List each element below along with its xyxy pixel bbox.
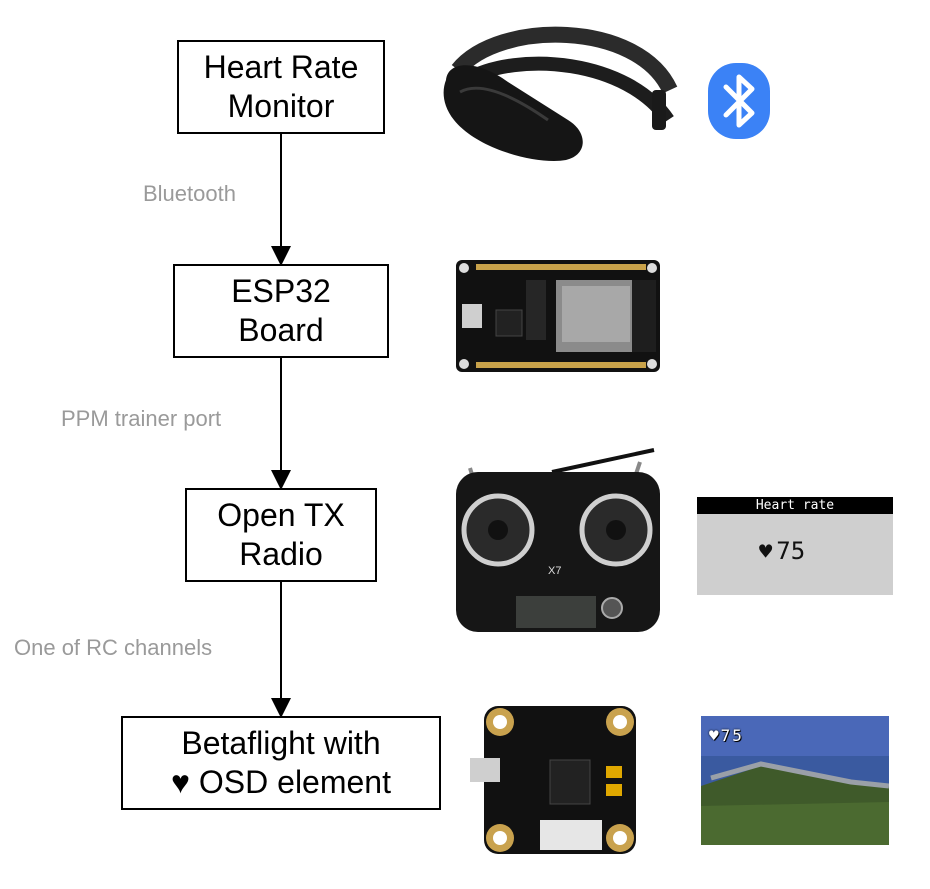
- fpv-osd-frame-image: ♥75: [701, 716, 889, 845]
- lcd-value: 75: [776, 537, 806, 565]
- lcd-title: Heart rate: [697, 497, 893, 514]
- edge-label-rc-channels: One of RC channels: [14, 635, 213, 660]
- heart-rate-strap-image: [443, 26, 678, 161]
- hrm-line2: Monitor: [227, 88, 335, 124]
- heart-icon: ♥: [709, 726, 721, 745]
- heart-rate-monitor-box: Heart Rate Monitor: [177, 40, 385, 134]
- lcd-heart-rate: ♥75: [759, 537, 805, 565]
- esp-line2: Board: [238, 312, 324, 348]
- heart-icon: ♥: [171, 764, 191, 800]
- radio-line2: Radio: [239, 536, 323, 572]
- osd-value: 75: [720, 726, 744, 745]
- bf-line1: Betaflight with: [181, 725, 381, 761]
- esp32-board-image: [456, 260, 660, 372]
- esp32-board-box: ESP32 Board: [173, 264, 389, 358]
- esp-line1: ESP32: [231, 273, 331, 309]
- bf-line2: OSD element: [198, 764, 391, 800]
- flight-controller-image: [470, 706, 636, 854]
- heart-icon: ♥: [759, 540, 773, 565]
- taranis-x7-radio-image: X7: [456, 448, 660, 632]
- osd-heart-rate: ♥75: [709, 726, 744, 745]
- svg-text:X7: X7: [548, 565, 561, 577]
- edge-label-ppm: PPM trainer port: [61, 406, 222, 431]
- open-tx-radio-box: Open TX Radio: [185, 488, 377, 582]
- radio-lcd-screen: Heart rate ♥75: [697, 497, 893, 595]
- bluetooth-icon: [708, 63, 770, 139]
- hrm-line1: Heart Rate: [203, 49, 359, 85]
- radio-line1: Open TX: [217, 497, 345, 533]
- betaflight-osd-box: Betaflight with ♥ OSD element: [121, 716, 441, 810]
- edge-label-bluetooth: Bluetooth: [143, 181, 236, 206]
